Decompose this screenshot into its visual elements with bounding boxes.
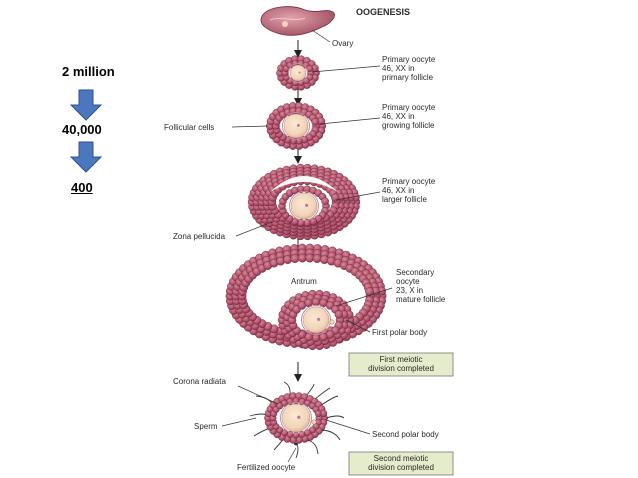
second-polar-body-leader [325,419,371,435]
zona-pellucida-leader [235,221,273,237]
svg-text:division completed: division completed [368,364,434,373]
svg-text:growing follicle: growing follicle [382,121,435,130]
second-meiotic-note: Second meiotic division completed [348,451,454,476]
svg-text:Second meiotic: Second meiotic [374,454,429,463]
sperm-leader [221,417,257,427]
first-polar-body-label: First polar body [372,328,427,337]
svg-text:46, XX in: 46, XX in [382,186,414,195]
ovary-label: Ovary [332,39,353,48]
svg-text:Primary oocyte: Primary oocyte [382,103,436,112]
follicular-cells-leader [231,125,269,128]
stage2-leader [319,117,381,125]
svg-text:46, XX in: 46, XX in [382,112,414,121]
svg-text:larger follicle: larger follicle [382,195,427,204]
svg-text:First meiotic: First meiotic [379,355,422,364]
svg-text:23, X in: 23, X in [396,286,423,295]
diagram-title: OOGENESIS [356,7,410,17]
first-polar-body-leader [345,319,371,333]
svg-text:mature follicle: mature follicle [396,295,446,304]
fertilized-oocyte-leader [287,447,297,463]
mature-follicle-illustration [225,243,387,351]
svg-text:46, XX in: 46, XX in [382,64,414,73]
down-arrow-icon [69,89,103,121]
corona-radiata-label: Corona radiata [173,377,226,386]
stage3-label: Primary oocyte 46, XX in larger follicle [382,177,436,204]
first-meiotic-note: First meiotic division completed [348,352,454,377]
sperm-label: Sperm [194,422,218,431]
ovary-leader [311,29,331,43]
stage1-label: Primary oocyte 46, XX in primary follicl… [382,55,436,82]
antrum-label: Antrum [291,277,317,286]
stage3-leader [335,191,381,201]
corona-radiata-leader [237,385,279,405]
fertilized-oocyte-illustration [249,381,345,459]
larger-follicle-illustration [247,163,361,241]
stage4-leader [335,287,393,307]
svg-text:division completed: division completed [368,463,434,472]
svg-text:oocyte: oocyte [396,277,420,286]
second-polar-body-label: Second polar body [372,430,439,439]
svg-text:Secondary: Secondary [396,268,434,277]
zona-pellucida-label: Zona pellucida [173,232,226,241]
count-2-million: 2 million [62,64,115,79]
svg-text:Primary oocyte: Primary oocyte [382,177,436,186]
follicular-cells-label: Follicular cells [164,123,214,132]
growing-follicle-illustration [266,102,327,150]
primary-follicle-illustration [276,55,320,91]
stage4-label: Secondary oocyte 23, X in mature follicl… [396,268,446,304]
fertilized-oocyte-label: Fertilized oocyte [237,463,296,472]
stage2-label: Primary oocyte 46, XX in growing follicl… [382,103,436,130]
svg-text:Primary oocyte: Primary oocyte [382,55,436,64]
stage1-leader [311,65,381,73]
ovary-illustration [260,6,335,36]
down-arrow-icon [69,141,103,173]
count-400: 400 [71,180,93,195]
count-40000: 40,000 [62,122,102,137]
svg-text:primary follicle: primary follicle [382,73,434,82]
